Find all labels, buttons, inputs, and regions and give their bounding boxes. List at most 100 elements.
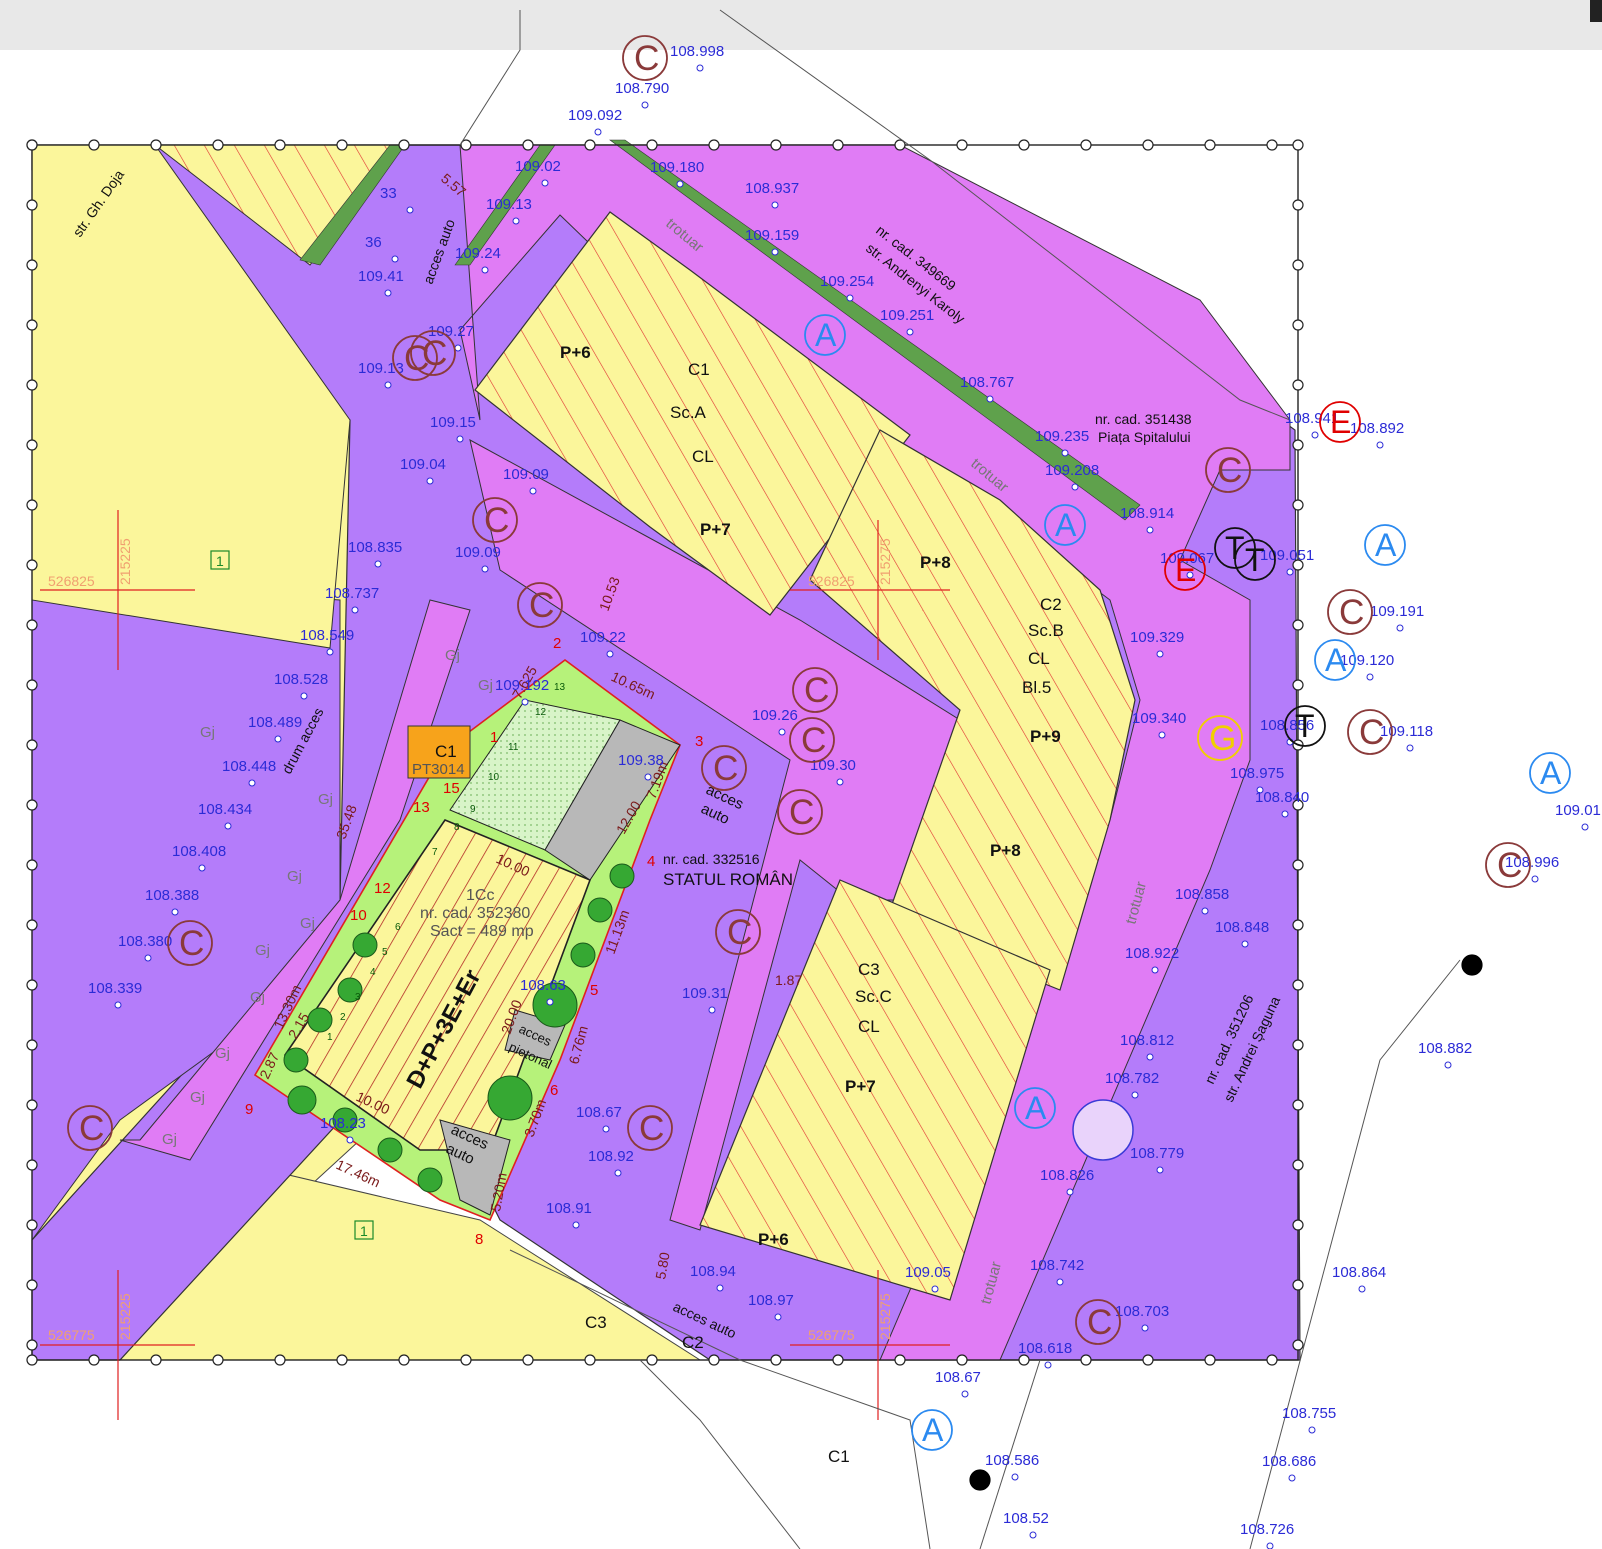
level-value: 108.380 — [118, 933, 172, 950]
boundary-marker — [522, 1354, 534, 1366]
level-point — [541, 179, 549, 187]
level-point — [171, 908, 179, 916]
boundary-marker — [26, 1354, 38, 1366]
level-value: 108.856 — [1260, 717, 1314, 734]
level-point — [606, 650, 614, 658]
boundary-marker — [460, 1354, 472, 1366]
level-point — [1156, 650, 1164, 658]
point-number: 9 — [245, 1101, 253, 1118]
utility-symbol-letter: C — [404, 339, 429, 378]
zone-marker-label: 1 — [216, 553, 224, 569]
grid-coord: 215275 — [877, 538, 893, 585]
level-value: 108.882 — [1418, 1040, 1472, 1057]
level-point — [114, 1001, 122, 1009]
parking-number: 3 — [355, 992, 361, 1003]
boundary-marker — [770, 139, 782, 151]
level-value: 108.941 — [1285, 410, 1339, 427]
level-point — [1358, 1285, 1366, 1293]
utility-symbol-c — [715, 909, 761, 955]
boundary-marker — [26, 1339, 38, 1351]
boundary-marker — [708, 139, 720, 151]
boundary-marker — [88, 139, 100, 151]
parking-number: 11 — [508, 742, 519, 753]
building-cl: CL — [1028, 649, 1050, 668]
level-value: 109.208 — [1045, 462, 1099, 479]
utility-symbol-c — [622, 35, 668, 81]
utility-symbol-c — [777, 789, 823, 835]
boundary-marker — [88, 1354, 100, 1366]
boundary-marker — [26, 1159, 38, 1171]
utility-symbol-letter: A — [922, 1412, 944, 1448]
point-number: 4 — [647, 853, 655, 870]
level-value: 108.782 — [1105, 1070, 1159, 1087]
level-value: 109.180 — [650, 159, 704, 176]
level-point — [1146, 526, 1154, 534]
level-value: 108.779 — [1130, 1145, 1184, 1162]
utility-symbol-c — [627, 1105, 673, 1151]
level-value: 109.30 — [810, 757, 856, 774]
boundary-marker — [770, 1354, 782, 1366]
level-value: 109.22 — [580, 629, 626, 646]
parking-number: 10 — [488, 772, 500, 783]
utility-symbol-c — [410, 330, 456, 376]
boundary-marker — [212, 1354, 224, 1366]
building-cl: CL — [858, 1017, 880, 1036]
level-value: 109.02 — [515, 158, 561, 175]
level-value: 109.27 — [428, 323, 474, 340]
building-sc: Sc.B — [1028, 621, 1064, 640]
utility-symbol-letter: A — [1540, 755, 1562, 791]
utility-symbol-letter: C — [1087, 1303, 1112, 1342]
level-point — [391, 255, 399, 263]
level-value: 108.97 — [748, 1292, 794, 1309]
level-point — [1146, 1053, 1154, 1061]
utility-symbol-letter: C — [79, 1109, 104, 1148]
level-value: 109.192 — [495, 677, 549, 694]
level-value: 109.159 — [745, 227, 799, 244]
level-point — [1044, 1361, 1052, 1369]
level-point — [716, 1284, 724, 1292]
boundary-marker — [26, 919, 38, 931]
level-point — [1281, 810, 1289, 818]
boundary-marker — [26, 1219, 38, 1231]
plot-area: Sact = 489 mp — [430, 923, 534, 940]
garage-label: Gj — [250, 989, 265, 1006]
boundary-marker — [1292, 139, 1304, 151]
height-label: P+7 — [700, 520, 731, 539]
boundary-marker — [26, 559, 38, 571]
boundary-marker — [274, 1354, 286, 1366]
level-point — [594, 128, 602, 136]
utility-symbol-letter: E — [1175, 552, 1196, 588]
boundary-marker — [1292, 499, 1304, 511]
utility-symbol-letter: C — [634, 39, 659, 78]
level-point — [384, 289, 392, 297]
level-value: 109.01 — [1555, 802, 1601, 819]
level-value: 108.92 — [588, 1148, 634, 1165]
level-point — [1158, 731, 1166, 739]
utility-symbol-letter: C — [804, 671, 829, 710]
boundary-marker — [460, 139, 472, 151]
level-value: 108.755 — [1282, 1405, 1336, 1422]
level-point — [1581, 823, 1589, 831]
boundary-marker — [956, 1354, 968, 1366]
level-point — [1029, 1531, 1037, 1539]
level-value: 108.23 — [320, 1115, 366, 1132]
level-value: 108.996 — [1505, 854, 1559, 871]
level-value: 108.737 — [325, 585, 379, 602]
level-point — [1266, 1542, 1274, 1549]
level-point — [836, 778, 844, 786]
level-point — [481, 266, 489, 274]
utility-symbol-t — [1214, 527, 1256, 569]
point-number: 15 — [443, 780, 460, 797]
utility-symbol-c — [1327, 589, 1373, 635]
building-bl: Bl.5 — [1022, 678, 1051, 697]
level-point — [512, 217, 520, 225]
sidewalk-diagonal — [469, 439, 961, 1231]
parking-number: 2 — [340, 1012, 346, 1023]
street-label: nr. cad. 351438 — [1095, 411, 1192, 427]
level-value: 108.63 — [520, 977, 566, 994]
level-value: 108.848 — [1215, 919, 1269, 936]
utility-symbol-letter: G — [1209, 719, 1236, 758]
utility-symbol-c — [792, 667, 838, 713]
boundary-marker — [1292, 379, 1304, 391]
level-value: 109.15 — [430, 414, 476, 431]
